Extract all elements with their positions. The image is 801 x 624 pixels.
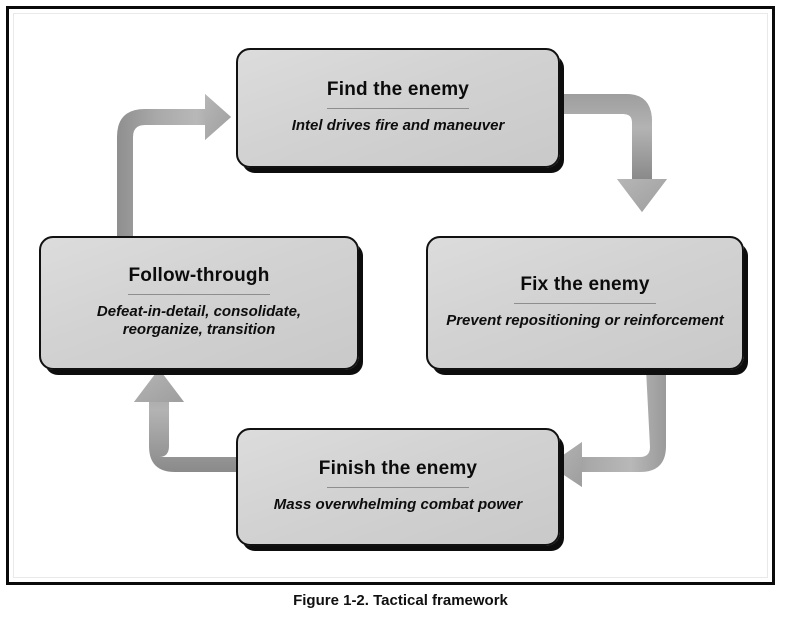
figure-caption: Figure 1-2. Tactical framework [293,592,508,609]
arrow-find-to-fix [561,94,667,212]
node-divider [327,487,469,489]
node-subtitle: Intel drives fire and maneuver [291,117,505,135]
arrow-layer [117,94,667,487]
node-subtitle: Defeat-in-detail, consolidate, reorganiz… [96,302,302,339]
node-find-the-enemy[interactable]: Find the enemy Intel drives fire and man… [236,48,560,168]
arrow-fix-to-finish [549,369,666,487]
node-divider [327,108,469,110]
node-follow-through[interactable]: Follow-through Defeat-in-detail, consoli… [39,236,359,370]
node-title: Follow-through [128,264,270,286]
node-divider [514,303,656,305]
node-title: Finish the enemy [318,458,478,480]
node-title: Find the enemy [326,79,470,101]
node-divider [128,293,270,295]
figure-frame: Find the enemy Intel drives fire and man… [6,6,775,585]
node-finish-the-enemy[interactable]: Finish the enemy Mass overwhelming comba… [236,428,560,546]
arrow-finish-to-follow [134,369,236,472]
node-fix-the-enemy[interactable]: Fix the enemy Prevent repositioning or r… [426,236,744,370]
node-subtitle: Mass overwhelming combat power [273,496,523,514]
node-title: Fix the enemy [520,274,650,296]
node-subtitle: Prevent repositioning or reinforcement [446,312,724,330]
